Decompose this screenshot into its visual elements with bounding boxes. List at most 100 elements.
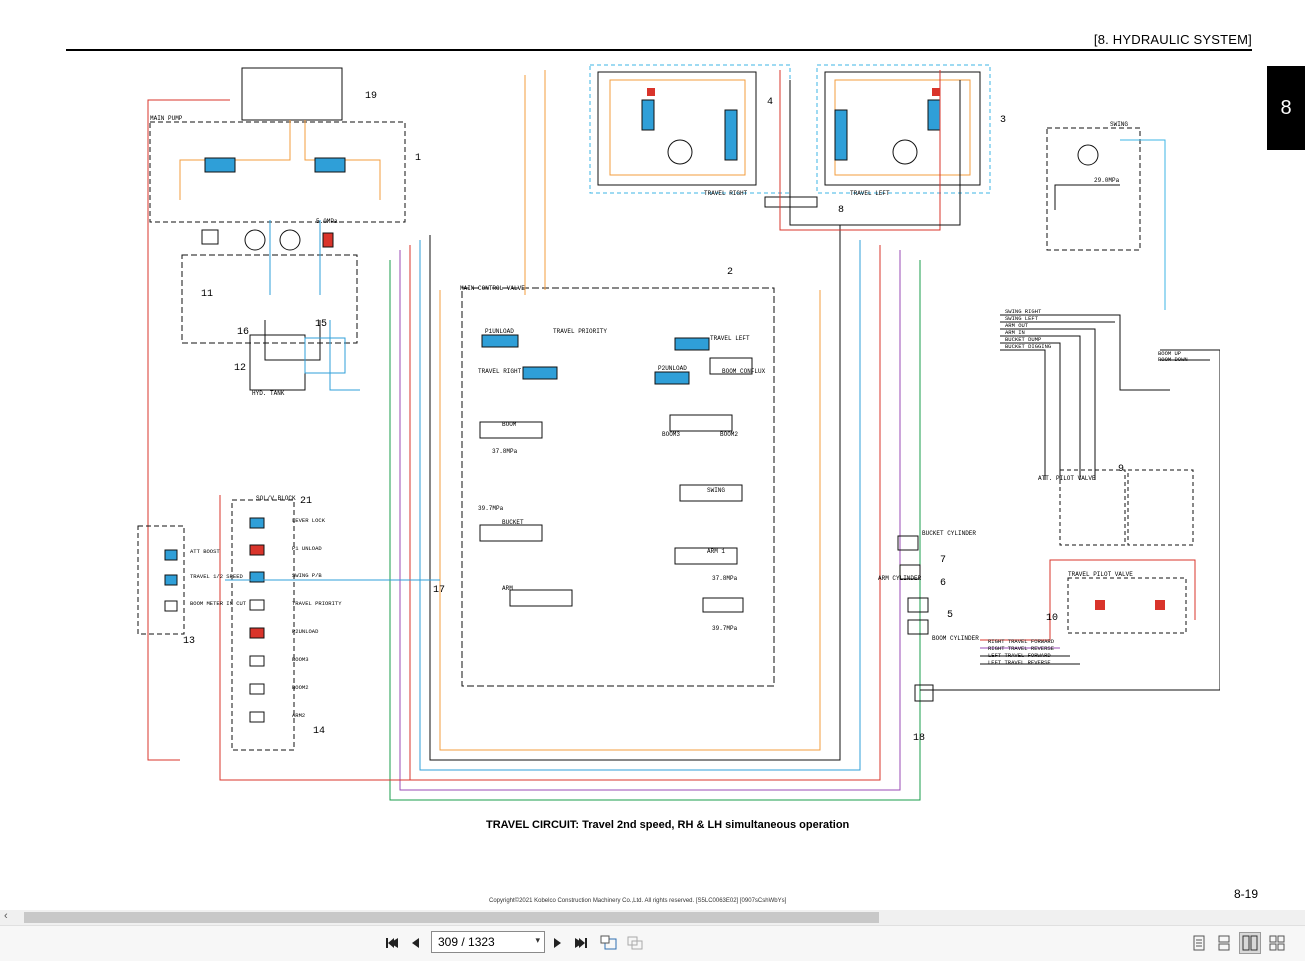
mcv-label: MAIN CONTROL VALVE bbox=[460, 285, 525, 292]
two-page-continuous-icon[interactable] bbox=[1266, 932, 1288, 954]
pac-item-att-boost: ATT BOOST bbox=[190, 548, 220, 555]
callout-15: 15 bbox=[315, 319, 327, 330]
copyright-note: Copyright©2021 Kobelco Construction Mach… bbox=[489, 898, 787, 904]
sol-item-p2unload: P2UNLOAD bbox=[292, 628, 319, 635]
horizontal-scrollbar[interactable]: ‹ bbox=[0, 910, 1305, 925]
travel-priority-label: TRAVEL PRIORITY bbox=[553, 328, 607, 335]
pilot-swing-right: SWING RIGHT bbox=[1005, 308, 1042, 315]
pilot-boom-down: BOOM DOWN bbox=[1158, 356, 1188, 363]
callout-4: 4 bbox=[767, 97, 773, 108]
first-page-icon[interactable] bbox=[381, 932, 403, 954]
callout-14: 14 bbox=[313, 726, 325, 737]
pilot-boom-up: BOOM UP bbox=[1158, 350, 1181, 357]
pump-pressure-label: 5.0MPa bbox=[316, 218, 338, 225]
callout-8: 8 bbox=[838, 205, 844, 216]
sol-item-travel-priority: TRAVEL PRIORITY bbox=[292, 600, 342, 607]
prev-page-icon[interactable] bbox=[404, 932, 426, 954]
travel-left-label: TRAVEL LEFT bbox=[850, 190, 890, 197]
travel-line-rr: RIGHT TRAVEL REVERSE bbox=[988, 645, 1055, 652]
single-page-icon[interactable] bbox=[1188, 932, 1210, 954]
boom-conflux-label: BOOM CONFLUX bbox=[722, 368, 766, 375]
swing-pressure-label: 29.0MPa bbox=[1094, 177, 1120, 184]
travel-right-label: TRAVEL RIGHT bbox=[704, 190, 748, 197]
chapter-tab: 8 bbox=[1267, 66, 1305, 150]
page-number-input[interactable]: 309 / 1323 ▾ bbox=[431, 931, 545, 953]
sol-item-lever-lock: LEVER LOCK bbox=[292, 517, 326, 524]
p1unload-label: P1UNLOAD bbox=[485, 328, 514, 335]
swing-motor bbox=[1046, 127, 1166, 310]
sol-item-boom3: BOOM3 bbox=[292, 656, 309, 663]
pilot-lines bbox=[920, 314, 1220, 691]
hydraulic-schematic: MAIN PUMP 5.0MPa HYD. TANK TRAVEL RIGHT … bbox=[137, 64, 1220, 801]
hyd-tank-label: HYD. TANK bbox=[252, 390, 285, 397]
page-number: 8-19 bbox=[1234, 887, 1259, 901]
swing-label: SWING bbox=[1110, 121, 1128, 128]
scrollbar-thumb[interactable] bbox=[24, 912, 879, 923]
callout-2: 2 bbox=[727, 267, 733, 278]
boom-label: BOOM bbox=[502, 421, 517, 428]
travel-line-lr: LEFT TRAVEL REVERSE bbox=[988, 659, 1051, 666]
next-page-icon[interactable] bbox=[547, 932, 569, 954]
pilot-arm-out: ARM OUT bbox=[1005, 322, 1029, 329]
pressure-label-a: 37.8MPa bbox=[492, 448, 518, 455]
cylinders bbox=[897, 535, 934, 702]
swing-valve-label: SWING bbox=[707, 487, 725, 494]
sol-item-p1-unload: P1 UNLOAD bbox=[292, 545, 322, 552]
callout-17: 17 bbox=[433, 585, 445, 596]
main-pump-group bbox=[147, 67, 406, 761]
pac-item-travel-speed: TRAVEL 1/2 SPEED bbox=[190, 573, 244, 580]
travel-line-lf: LEFT TRAVEL FORWARD bbox=[988, 652, 1051, 659]
callout-numbers: 1 2 3 4 5 6 7 8 9 10 11 12 13 14 15 16 1… bbox=[183, 91, 1124, 744]
travel-motors bbox=[589, 64, 991, 208]
viewer-toolbar: 309 / 1323 ▾ bbox=[0, 925, 1305, 961]
pac-item-boom-meter: BOOM METER IN CUT bbox=[190, 600, 247, 607]
header-rule bbox=[66, 49, 1252, 51]
pressure-label-b: 39.7MPa bbox=[478, 505, 504, 512]
solenoid-block bbox=[137, 495, 440, 781]
fit-icon[interactable] bbox=[624, 932, 646, 954]
filter-block bbox=[304, 337, 346, 374]
pilot-bucket-dump: BUCKET DUMP bbox=[1005, 336, 1041, 343]
travel-pilot-label: TRAVEL PILOT VALVE bbox=[1068, 571, 1133, 578]
travel-line-rf: RIGHT TRAVEL FORWARD bbox=[988, 638, 1055, 645]
p2unload-label: P2UNLOAD bbox=[658, 365, 687, 372]
callout-5: 5 bbox=[947, 610, 953, 621]
callout-10: 10 bbox=[1046, 613, 1058, 624]
callout-9: 9 bbox=[1118, 464, 1124, 475]
pressure-label-d: 39.7MPa bbox=[712, 625, 738, 632]
document-page: [8. HYDRAULIC SYSTEM] 8 MAIN PUMP 5.0MPa… bbox=[66, 32, 1305, 904]
boom2-label: BOOM2 bbox=[720, 431, 738, 438]
rotate-icon[interactable] bbox=[598, 932, 620, 954]
arm-cyl-label: ARM CYLINDER bbox=[878, 575, 922, 582]
section-title: [8. HYDRAULIC SYSTEM] bbox=[1093, 32, 1252, 47]
callout-1: 1 bbox=[415, 153, 421, 164]
figure-caption: TRAVEL CIRCUIT: Travel 2nd speed, RH & L… bbox=[486, 819, 850, 831]
scroll-left-icon[interactable]: ‹ bbox=[4, 910, 8, 922]
travel-right-valve-label: TRAVEL RIGHT bbox=[478, 368, 522, 375]
pilot-bucket-digging: BUCKET DIGGING bbox=[1005, 343, 1051, 350]
att-pilot-label: ATT. PILOT VALVE bbox=[1038, 475, 1096, 482]
chevron-down-icon[interactable]: ▾ bbox=[535, 935, 540, 945]
bucket-cyl-label: BUCKET CYLINDER bbox=[922, 530, 976, 537]
callout-13: 13 bbox=[183, 636, 195, 647]
sol-item-swing-pb: SWING P/B bbox=[292, 572, 322, 579]
page-number-value: 309 / 1323 bbox=[438, 935, 495, 949]
bucket-label: BUCKET bbox=[502, 519, 524, 526]
sol-block-label: SOL/V BLOCK bbox=[256, 495, 296, 502]
boom3-label: BOOM3 bbox=[662, 431, 680, 438]
callout-11: 11 bbox=[201, 289, 213, 300]
main-control-valve bbox=[389, 70, 961, 801]
callout-3: 3 bbox=[1000, 115, 1006, 126]
callout-21: 21 bbox=[300, 496, 312, 507]
callout-6: 6 bbox=[940, 578, 946, 589]
last-page-icon[interactable] bbox=[570, 932, 592, 954]
two-page-icon[interactable] bbox=[1239, 932, 1261, 954]
callout-7: 7 bbox=[940, 555, 946, 566]
arm1-label: ARM 1 bbox=[707, 548, 725, 555]
callout-12: 12 bbox=[234, 363, 246, 374]
continuous-icon[interactable] bbox=[1213, 932, 1235, 954]
pilot-arm-in: ARM IN bbox=[1005, 329, 1025, 336]
arm-label: ARM bbox=[502, 585, 513, 592]
callout-19: 19 bbox=[365, 91, 377, 102]
callout-18: 18 bbox=[913, 733, 925, 744]
